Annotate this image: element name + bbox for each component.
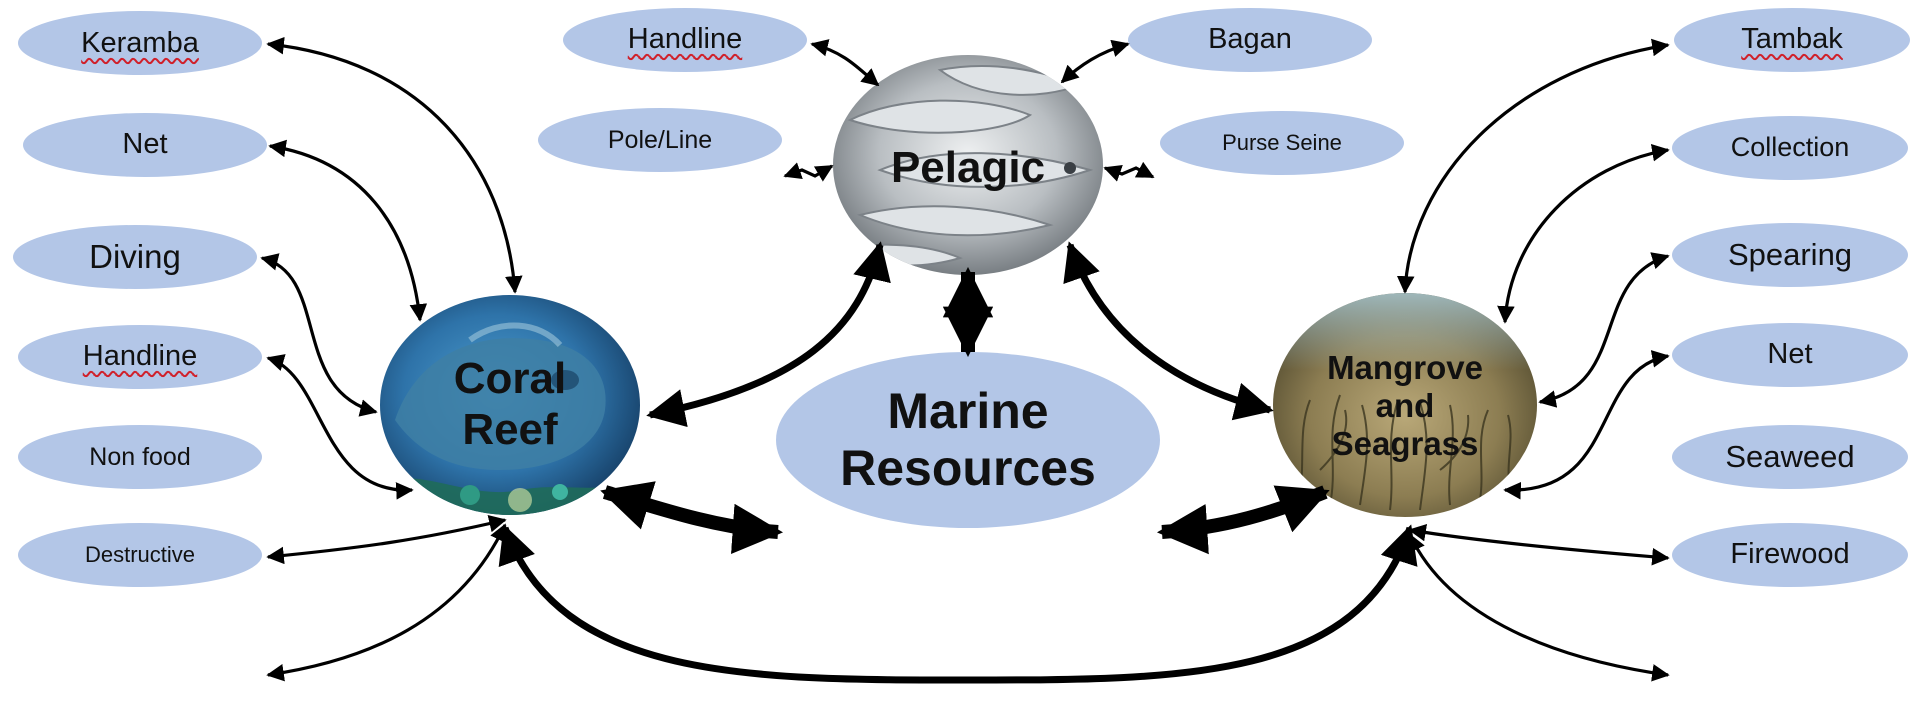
pelagic-handline-ellipse	[563, 8, 807, 72]
mangrove-collection-ellipse	[1672, 116, 1908, 180]
coral-diving-ellipse	[13, 225, 257, 289]
coral-activity-ellipses	[13, 11, 267, 587]
hub-connection-arrows	[498, 241, 1418, 684]
arrow-diving-coral	[260, 253, 378, 417]
arrow-nonfood-coral	[266, 515, 507, 565]
arrow-firewood-mangrove	[1408, 533, 1670, 682]
arrow-tambak-mangrove	[1396, 38, 1670, 294]
mangrove-spearing-ellipse	[1672, 223, 1908, 287]
pelagic-activity-ellipses	[538, 8, 1404, 175]
mangrove-tambak-ellipse	[1674, 8, 1910, 72]
pelagic-photo	[833, 55, 1103, 275]
arrow-bagan-pelagic	[1060, 39, 1130, 84]
pelagic-activity-arrows	[783, 39, 1155, 182]
arrow-poleline-pelagic	[783, 162, 834, 182]
pelagic-bagan-ellipse	[1128, 8, 1372, 72]
coral-handline-ellipse	[18, 325, 262, 389]
arrow-coral-pelagic	[646, 241, 891, 428]
arrow-collection-mangrove	[1497, 143, 1670, 324]
coral-destructive-ellipse	[18, 523, 262, 587]
mangrove-activity-ellipses	[1672, 8, 1910, 587]
coral-net-ellipse	[23, 113, 267, 177]
mangrove-seagrass-photo	[1273, 293, 1537, 517]
arrow-destructive-coral	[266, 523, 507, 682]
arrow-net-coral	[268, 139, 428, 322]
arrow-net-mangrove	[1503, 350, 1670, 500]
pelagic-purseseine-ellipse	[1160, 111, 1404, 175]
arrow-pelagic-mangrove	[1063, 241, 1274, 421]
pelagic-poleline-ellipse	[538, 108, 782, 172]
arrow-keramba-coral	[266, 36, 523, 294]
arrow-coral-mangrove	[498, 524, 1418, 684]
arrow-handline-pelagic	[810, 39, 880, 87]
arrow-purseseine-pelagic	[1103, 161, 1155, 182]
mangrove-activity-arrows	[1396, 38, 1670, 682]
marine-resources-ellipse	[776, 352, 1160, 528]
mangrove-seaweed-ellipse	[1672, 425, 1908, 489]
arrow-coral-marine	[600, 481, 784, 555]
mangrove-net-ellipse	[1672, 323, 1908, 387]
coral-activity-arrows	[260, 36, 523, 682]
arrow-mangrove-marine	[1156, 485, 1330, 555]
arrow-seaweed-mangrove	[1408, 523, 1670, 566]
mangrove-firewood-ellipse	[1672, 523, 1908, 587]
coral-keramba-ellipse	[18, 11, 262, 75]
coral-nonfood-ellipse	[18, 425, 262, 489]
arrow-spearing-mangrove	[1538, 252, 1670, 408]
arrow-handline-coral	[266, 354, 414, 500]
coral-reef-photo	[380, 295, 640, 515]
